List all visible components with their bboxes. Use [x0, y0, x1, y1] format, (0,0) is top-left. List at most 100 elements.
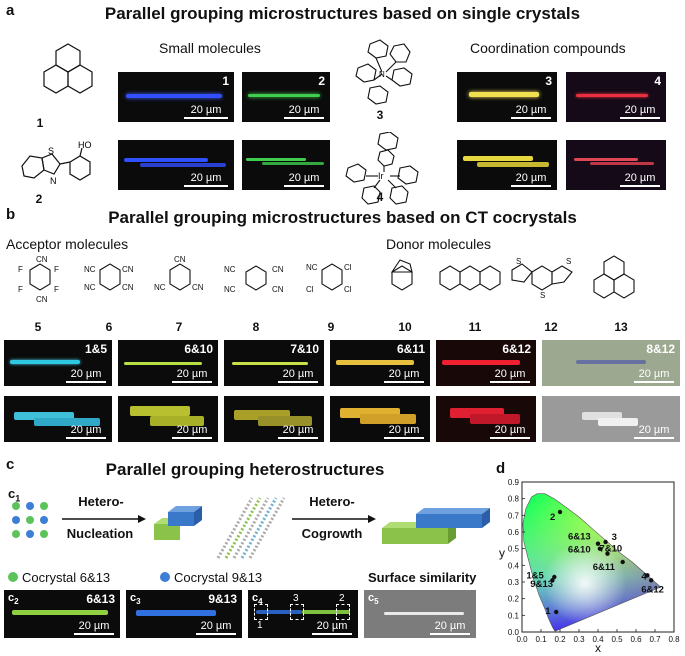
- blue-bar-top: [416, 508, 490, 514]
- cie-point-label: 2: [550, 512, 555, 523]
- y-tick-label: 0.8: [508, 495, 520, 504]
- y-tick-label: 0.1: [508, 611, 520, 620]
- strand: [240, 497, 278, 559]
- y-tick-label: 0.4: [508, 561, 520, 570]
- thiazole-s-atom: S: [48, 146, 54, 156]
- molecule-11-ring: [459, 265, 481, 291]
- atom-f: F: [18, 285, 23, 294]
- blue-nucleus: [40, 516, 48, 524]
- molecule-1-number: 1: [36, 116, 44, 130]
- crystal-group-image-3: 20 µm: [457, 140, 557, 190]
- image-c2-tag: c2: [8, 592, 19, 607]
- scale-bar: 20 µm: [66, 424, 106, 439]
- molecule-12-ring: [531, 265, 553, 291]
- molecule-13-number: 13: [614, 320, 628, 334]
- panel-b-letter: b: [6, 206, 16, 223]
- molecule-4-structure: Ir: [345, 132, 419, 205]
- crystal-rod: [598, 418, 638, 426]
- atom-cl: Cl: [306, 285, 314, 294]
- x-tick-label: 0.3: [573, 635, 585, 644]
- crystal-rod: [10, 360, 80, 364]
- hetero-cogrowth-line2: Cogrowth: [301, 526, 363, 541]
- region-mark: 2: [339, 593, 345, 604]
- crystal-image-3: 3 20 µm: [457, 72, 557, 122]
- scale-text: 20 µm: [78, 620, 110, 632]
- image-label: 6&10: [184, 342, 213, 356]
- scale-text: 20 µm: [70, 368, 102, 380]
- atom-s: S: [566, 257, 571, 266]
- crystal-rod: [360, 414, 416, 424]
- legend-blue-text: Cocrystal 9&13: [174, 570, 263, 585]
- cie-point-label: 3: [612, 532, 617, 543]
- panel-b-title: Parallel grouping microstructures based …: [108, 208, 577, 227]
- scale-bar: 20 µm: [278, 368, 318, 383]
- surface-similarity-label: Surface similarity: [368, 570, 477, 585]
- strand: [232, 497, 270, 559]
- hetero-nucleation-line2: Nucleation: [66, 526, 134, 541]
- y-tick-label: 0.0: [508, 628, 520, 637]
- image-label: 2: [318, 74, 325, 88]
- cie-point-label: 6&12: [641, 584, 664, 595]
- scale-bar: 20 µm: [196, 620, 236, 635]
- molecule-4-number: 4: [376, 190, 384, 204]
- scale-bar: 20 µm: [184, 172, 228, 187]
- atom-cl: Cl: [344, 263, 352, 272]
- panel-a-letter: a: [6, 2, 15, 19]
- crystal-rod: [469, 92, 539, 97]
- nucleated-block: [154, 506, 202, 540]
- atom-cn: CN: [272, 285, 284, 294]
- crystal-rod: [14, 412, 74, 420]
- cie-point: [620, 559, 625, 565]
- crystal-rod: [234, 410, 290, 420]
- crystal-rod-green: [302, 610, 350, 614]
- cocrystal-group-image-6-11: 20 µm: [330, 396, 430, 442]
- y-tick-label: 0.3: [508, 578, 520, 587]
- cie-point-label: 4: [641, 571, 647, 582]
- crystal-rod: [248, 94, 320, 97]
- image-label: 6&13: [86, 592, 115, 606]
- cocrystal-group-image-1-5: 20 µm: [4, 396, 112, 442]
- molecule-11-number: 11: [468, 320, 482, 334]
- image-label: 9&13: [208, 592, 237, 606]
- crystal-rod: [336, 360, 414, 365]
- y-tick-label: 0.2: [508, 595, 520, 604]
- atom-cn: CN: [192, 283, 204, 292]
- cocrystal-group-image-7-10: 20 µm: [224, 396, 324, 442]
- scale-text: 20 µm: [176, 368, 208, 380]
- crystal-rod: [470, 414, 520, 424]
- green-nucleus: [40, 502, 48, 510]
- blue-nucleus: [26, 502, 34, 510]
- crystal-rod: [124, 362, 202, 365]
- scale-bar: 20 µm: [284, 104, 324, 119]
- panel-a-title: Parallel grouping microstructures based …: [104, 4, 581, 23]
- crystal-image-1: 1 20 µm: [118, 72, 234, 122]
- crystal-image-4: 4 20 µm: [566, 72, 666, 122]
- cocrystal-image-1-5: 1&5 20 µm: [4, 340, 112, 386]
- arrow-nucleation: [62, 515, 146, 523]
- nuclei-dots: [12, 502, 48, 538]
- cocrystal-molecules-row: CN F F F F CN NC CN NC CN CN NC CN NC CN…: [18, 255, 635, 304]
- blue-block-side: [194, 506, 202, 526]
- crystal-rod: [384, 612, 464, 615]
- atom-nc: NC: [154, 283, 166, 292]
- scale-text: 20 µm: [434, 620, 466, 632]
- molecule-2-number: 2: [35, 192, 43, 206]
- crystal-rod: [576, 360, 646, 364]
- cocrystal-image-6-10: 6&10 20 µm: [118, 340, 218, 386]
- crystal-rod: [582, 412, 622, 420]
- molecule-5-number: 5: [34, 320, 42, 334]
- crystal-rod: [262, 162, 324, 165]
- cie-point: [603, 539, 608, 545]
- molecule-3-structure: N: [355, 39, 413, 105]
- atom-cn: CN: [122, 265, 134, 274]
- crystal-image-2: 2 20 µm: [242, 72, 330, 122]
- scale-bar: 20 µm: [634, 424, 674, 439]
- crystal-rod: [232, 362, 308, 365]
- scale-text: 20 µm: [515, 172, 547, 184]
- scale-text: 20 µm: [316, 620, 348, 632]
- molecule-8-ring: [245, 265, 267, 291]
- scale-text: 20 µm: [288, 104, 320, 116]
- crystal-rod: [463, 156, 533, 161]
- panel-c-title: Parallel grouping heterostructures: [105, 460, 385, 479]
